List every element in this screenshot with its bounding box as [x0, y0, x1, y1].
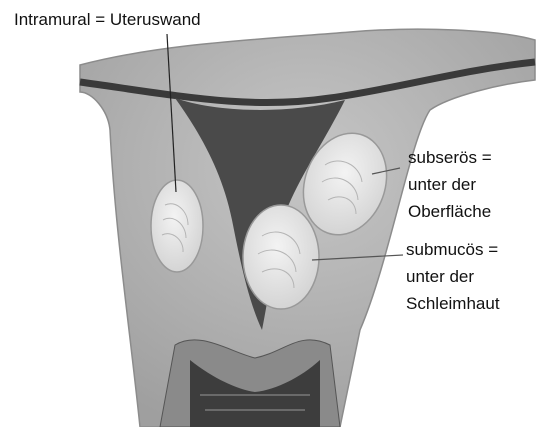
- subserous-label: subserös = unter der Oberfläche: [408, 144, 492, 225]
- submucous-label-line-1: submucös =: [406, 236, 500, 263]
- subserous-label-line-1: subserös =: [408, 144, 492, 171]
- intramural-label: Intramural = Uteruswand: [14, 6, 201, 33]
- intramural-fibroid: [151, 180, 203, 272]
- subserous-label-line-3: Oberfläche: [408, 198, 492, 225]
- submucous-fibroid: [243, 205, 319, 309]
- submucous-label-line-3: Schleimhaut: [406, 290, 500, 317]
- submucous-label-line-2: unter der: [406, 263, 500, 290]
- subserous-label-line-2: unter der: [408, 171, 492, 198]
- submucous-label: submucös = unter der Schleimhaut: [406, 236, 500, 317]
